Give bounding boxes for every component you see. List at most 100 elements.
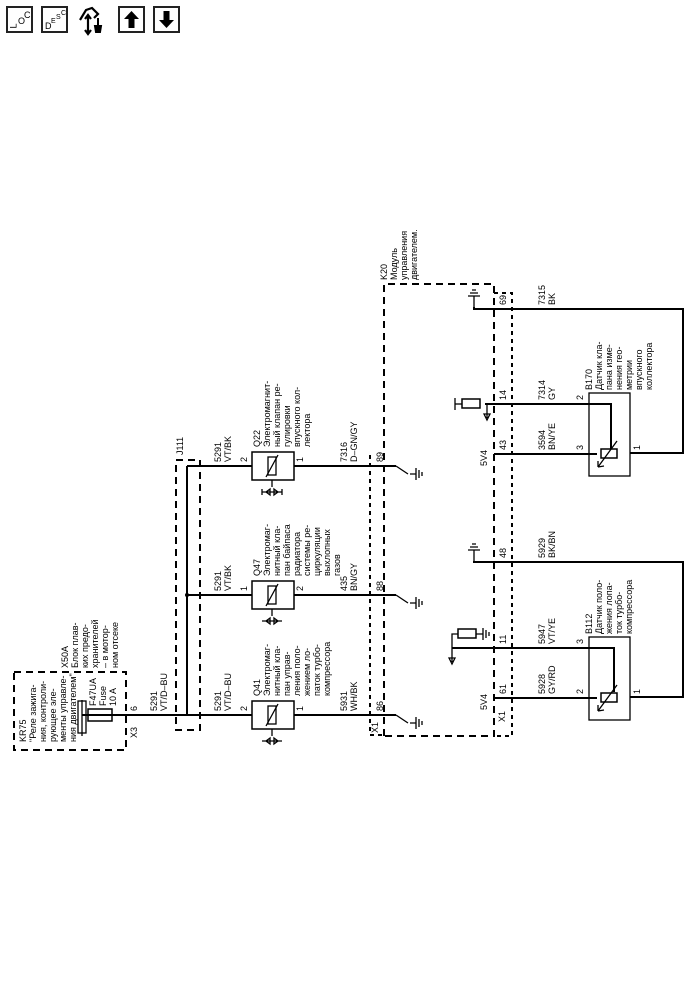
svg-text:циркуляции: циркуляции xyxy=(312,527,322,576)
toolbar: L O C D E S C xyxy=(6,6,180,36)
wire-b112-sig xyxy=(452,647,615,692)
repair-button[interactable] xyxy=(76,6,110,36)
svg-text:Электромаг-: Электромаг- xyxy=(262,644,272,696)
q41-label: Q41 Электромаг- нитный кла- пан управ- л… xyxy=(252,642,332,696)
q47-ecm-pin: 88 xyxy=(375,581,385,591)
svg-text:48: 48 xyxy=(498,548,508,558)
svg-text:5947: 5947 xyxy=(537,624,547,644)
svg-text:нитный кла-: нитный кла- xyxy=(272,526,282,576)
svg-text:метрии: метрии xyxy=(624,360,634,390)
q41-pin-out: 1 xyxy=(295,706,305,711)
svg-text:5931: 5931 xyxy=(339,691,349,711)
svg-text:6: 6 xyxy=(129,706,139,711)
k20-label: K20 Модуль управления двигателем. xyxy=(379,229,419,280)
desc-button[interactable]: D E S C xyxy=(41,6,68,33)
svg-text:J111: J111 xyxy=(175,437,185,455)
next-button[interactable] xyxy=(153,6,180,33)
svg-text:компрессора: компрессора xyxy=(624,580,634,634)
b170-pin-3: 3 xyxy=(575,445,585,450)
b112-pullup-icon xyxy=(447,628,490,666)
svg-text:2: 2 xyxy=(239,457,249,462)
svg-text:KR75: KR75 xyxy=(18,719,28,742)
q41-ecm-pin: 86 xyxy=(375,701,385,711)
svg-text:BK/BN: BK/BN xyxy=(547,531,557,558)
svg-text:5V4: 5V4 xyxy=(479,450,489,466)
svg-text:ный клапан ре-: ный клапан ре- xyxy=(272,383,282,447)
b112-sensor xyxy=(588,636,631,721)
svg-text:89: 89 xyxy=(375,452,385,462)
svg-text:VT/D–BU: VT/D–BU xyxy=(223,673,233,711)
svg-text:7314: 7314 xyxy=(537,380,547,400)
previous-button[interactable] xyxy=(118,6,145,33)
svg-text:выхлопных: выхлопных xyxy=(322,529,332,576)
svg-text:1: 1 xyxy=(295,457,305,462)
svg-text:VT/D–BU: VT/D–BU xyxy=(159,673,169,711)
wire-b170-ref-label: 3594 BN/YE xyxy=(537,423,557,450)
x1-connector-label-right: X1 xyxy=(497,711,507,722)
svg-text:43: 43 xyxy=(498,440,508,450)
b170-low-pin: 69 xyxy=(498,295,508,305)
ground-icon xyxy=(395,594,423,609)
wire-b112-sig-label: 5947 VT/YE xyxy=(537,618,557,644)
k20-ecm-outline xyxy=(383,283,495,737)
svg-text:7316: 7316 xyxy=(339,442,349,462)
svg-text:11: 11 xyxy=(498,635,508,644)
b170-label: B170 Датчик кла- пана изме- нения гео- м… xyxy=(584,342,654,390)
svg-text:1: 1 xyxy=(295,706,305,711)
kr75-label: KR75 "Реле зажига- ния, контроли- рующее… xyxy=(18,673,78,742)
svg-text:жением ло-: жением ло- xyxy=(302,648,312,696)
b112-pin-1: 1 xyxy=(632,689,642,694)
b170-pin-2: 2 xyxy=(575,395,585,400)
q47-pin-in: 1 xyxy=(239,586,249,591)
svg-text:Датчик поло-: Датчик поло- xyxy=(594,580,604,634)
b170-pin-1: 1 xyxy=(632,445,642,450)
svg-text:BN/YE: BN/YE xyxy=(547,423,557,450)
svg-text:ном отсеке: ном отсеке xyxy=(110,622,120,668)
svg-text:ких предо-: ких предо- xyxy=(80,624,90,668)
svg-text:1: 1 xyxy=(632,445,642,450)
svg-text:GY/RD: GY/RD xyxy=(547,665,557,694)
q47-solenoid xyxy=(251,580,295,626)
wire-q47-ecm-label: 435 BN/GY xyxy=(339,563,359,591)
svg-text:5291: 5291 xyxy=(213,571,223,591)
svg-text:7315: 7315 xyxy=(537,285,547,305)
wire-feed-q47-label: 5291 VT/BK xyxy=(213,565,233,591)
wire-q41-ecm-label: 5931 WH/BK xyxy=(339,681,359,711)
svg-text:69: 69 xyxy=(498,295,508,305)
loc-button[interactable]: L O C xyxy=(6,6,33,33)
svg-text:3594: 3594 xyxy=(537,430,547,450)
svg-text:BN/GY: BN/GY xyxy=(349,563,359,591)
x3-pin-label: 6 xyxy=(129,706,139,711)
svg-text:ток турбо-: ток турбо- xyxy=(614,592,624,634)
svg-text:Блок плав-: Блок плав- xyxy=(70,622,80,668)
svg-text:рующее эле-: рующее эле- xyxy=(48,688,58,742)
svg-text:B112: B112 xyxy=(584,614,594,634)
svg-text:GY: GY xyxy=(547,387,557,400)
svg-text:BK: BK xyxy=(547,293,557,305)
svg-text:пана изме-: пана изме- xyxy=(604,344,614,390)
wire-b112-low xyxy=(473,561,684,698)
svg-text:5291: 5291 xyxy=(213,691,223,711)
b112-pin-2: 2 xyxy=(575,689,585,694)
x3-label: X3 xyxy=(129,727,139,738)
f47ua-label: F47UA Fuse 10 A xyxy=(88,678,118,706)
q47-label: Q47 Электромаг- нитный кла- пан байпаса … xyxy=(252,524,342,576)
svg-text:ления поло-: ления поло- xyxy=(292,645,302,696)
svg-text:впускного кол-: впускного кол- xyxy=(292,387,302,447)
wire-feed-q22-label: 5291 VT/BK xyxy=(213,436,233,462)
svg-text:коллектора: коллектора xyxy=(644,343,654,390)
svg-text:двигателем.: двигателем. xyxy=(409,229,419,280)
ground-icon xyxy=(395,465,423,480)
svg-text:Q41: Q41 xyxy=(252,679,262,696)
q22-solenoid xyxy=(251,451,295,497)
svg-text:ния двигателем": ния двигателем" xyxy=(68,673,78,742)
svg-text:B170: B170 xyxy=(584,369,594,390)
q22-label: Q22 Электромагнит- ный клапан ре- гулиро… xyxy=(252,381,312,447)
svg-text:3: 3 xyxy=(575,639,585,644)
ecm-left-connector xyxy=(369,455,384,736)
svg-text:менты управле-: менты управле- xyxy=(58,676,68,742)
svg-text:пан управ-: пан управ- xyxy=(282,651,292,696)
svg-text:14: 14 xyxy=(498,390,508,400)
svg-text:гулировки: гулировки xyxy=(282,405,292,447)
b112-label: B112 Датчик поло- жения лопа- ток турбо-… xyxy=(584,580,634,634)
